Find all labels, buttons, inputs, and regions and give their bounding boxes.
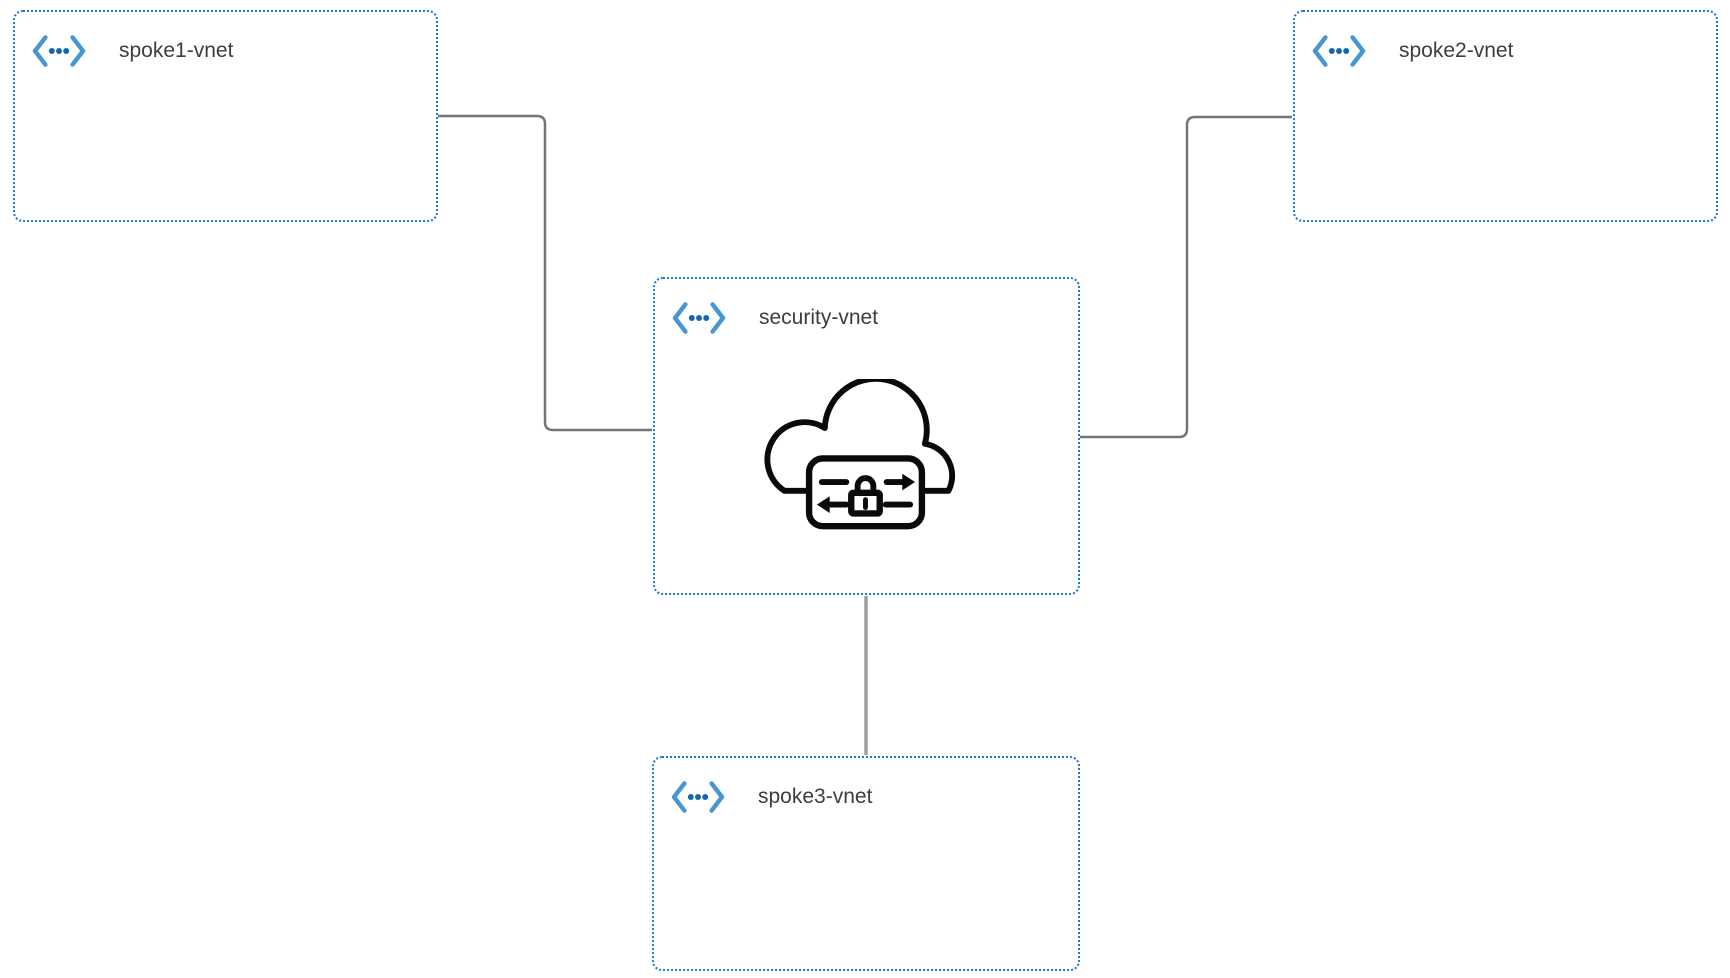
node-header: security-vnet bbox=[655, 279, 1078, 337]
node-label: spoke1-vnet bbox=[119, 39, 234, 62]
node-label: spoke2-vnet bbox=[1399, 39, 1514, 62]
node-header: spoke2-vnet bbox=[1295, 12, 1716, 70]
node-label: security-vnet bbox=[759, 306, 879, 329]
virtual-network-icon bbox=[1312, 35, 1366, 67]
node-header: spoke1-vnet bbox=[15, 12, 436, 70]
node-spoke2-vnet: spoke2-vnet bbox=[1293, 10, 1718, 222]
node-spoke3-vnet: spoke3-vnet bbox=[652, 756, 1080, 971]
connector-hub-to-spoke2 bbox=[1080, 115, 1292, 439]
connector-spoke1-to-hub bbox=[438, 114, 652, 432]
virtual-network-icon bbox=[32, 35, 86, 67]
virtual-network-icon bbox=[672, 302, 726, 334]
cloud-security-lock-icon bbox=[764, 379, 956, 530]
node-header: spoke3-vnet bbox=[654, 758, 1078, 816]
node-security-vnet: security-vnet bbox=[653, 277, 1080, 595]
node-label: spoke3-vnet bbox=[758, 785, 873, 808]
node-spoke1-vnet: spoke1-vnet bbox=[13, 10, 438, 222]
virtual-network-icon bbox=[671, 781, 725, 813]
